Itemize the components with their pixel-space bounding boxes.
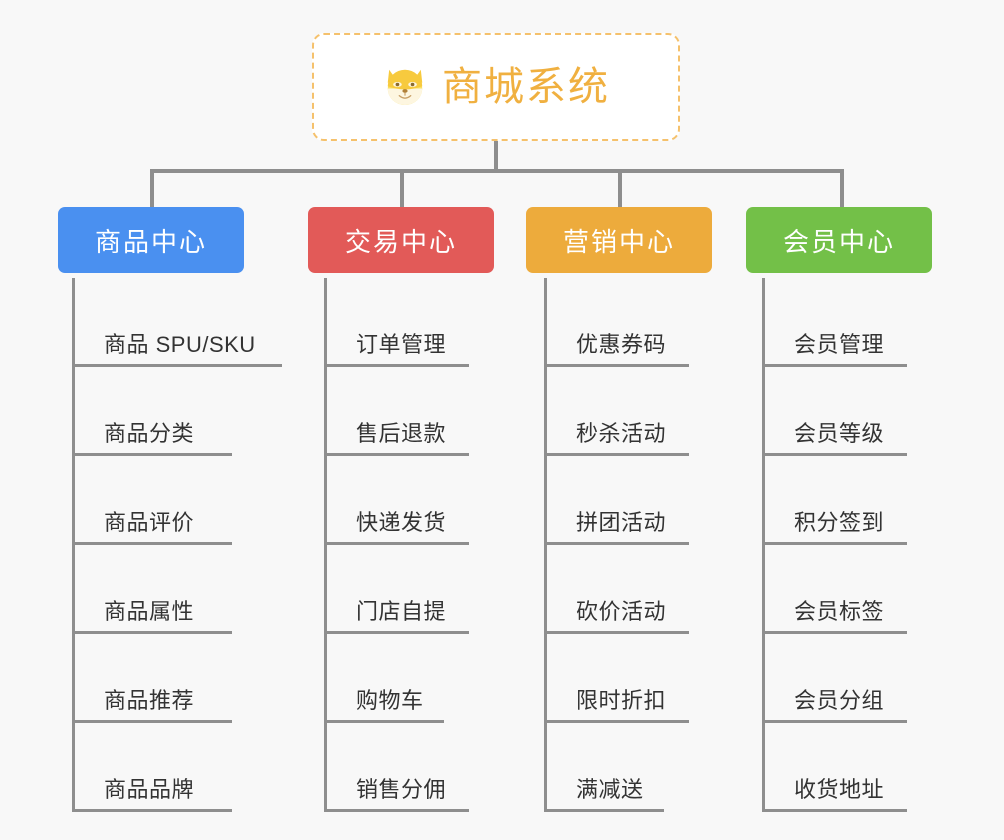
leaf-item-label: 满减送 [576, 777, 644, 803]
leaf-item[interactable]: 积分签到 [762, 456, 907, 545]
leaf-item[interactable]: 限时折扣 [544, 634, 689, 723]
leaf-item[interactable]: 订单管理 [324, 278, 469, 367]
leaf-item-label: 售后退款 [356, 421, 447, 447]
branch-spine-1 [324, 278, 327, 812]
leaf-item[interactable]: 满减送 [544, 723, 664, 812]
category-box-3[interactable]: 会员中心 [746, 207, 932, 273]
leaf-item[interactable]: 拼团活动 [544, 456, 689, 545]
leaf-item[interactable]: 会员等级 [762, 367, 907, 456]
leaf-item[interactable]: 商品属性 [72, 545, 232, 634]
category-label-0: 商品中心 [94, 226, 207, 257]
leaf-item-label: 优惠券码 [576, 332, 667, 358]
leaf-item[interactable]: 会员标签 [762, 545, 907, 634]
branch-spine-2 [544, 278, 547, 812]
leaf-item[interactable]: 会员管理 [762, 278, 907, 367]
category-box-1[interactable]: 交易中心 [308, 207, 494, 273]
leaf-item-label: 积分签到 [794, 510, 885, 536]
branch-spine-3 [762, 278, 765, 812]
connector-root-stem [494, 141, 498, 172]
leaf-item[interactable]: 砍价活动 [544, 545, 689, 634]
leaf-item-label: 限时折扣 [576, 688, 667, 714]
leaf-item-label: 收货地址 [794, 777, 885, 803]
leaf-item-label: 销售分佣 [356, 777, 447, 803]
leaf-item-label: 门店自提 [356, 599, 447, 625]
leaf-item[interactable]: 商品 SPU/SKU [72, 278, 282, 367]
root-title: 商城系统 [442, 65, 610, 109]
leaf-item-label: 商品分类 [104, 421, 195, 447]
category-label-3: 会员中心 [782, 226, 895, 257]
leaf-item[interactable]: 购物车 [324, 634, 444, 723]
leaf-item[interactable]: 收货地址 [762, 723, 907, 812]
category-label-1: 交易中心 [344, 226, 457, 257]
leaf-item[interactable]: 售后退款 [324, 367, 469, 456]
leaf-item-label: 拼团活动 [576, 510, 667, 536]
leaf-item-label: 商品推荐 [104, 688, 195, 714]
connector-drop-4 [840, 169, 844, 209]
connector-drop-2 [400, 169, 404, 209]
shiba-dog-icon [387, 69, 423, 105]
connector-horizontal-bus [150, 169, 844, 173]
connector-drop-1 [150, 169, 154, 209]
leaf-item[interactable]: 会员分组 [762, 634, 907, 723]
leaf-item-label: 会员分组 [794, 688, 885, 714]
category-box-2[interactable]: 营销中心 [526, 207, 712, 273]
leaf-item[interactable]: 商品分类 [72, 367, 232, 456]
category-box-0[interactable]: 商品中心 [58, 207, 244, 273]
leaf-item-label: 订单管理 [356, 332, 447, 358]
leaf-item[interactable]: 秒杀活动 [544, 367, 689, 456]
leaf-item-label: 砍价活动 [576, 599, 667, 625]
leaf-item[interactable]: 快递发货 [324, 456, 469, 545]
leaf-item[interactable]: 商品推荐 [72, 634, 232, 723]
connector-drop-3 [618, 169, 622, 209]
leaf-item[interactable]: 优惠券码 [544, 278, 689, 367]
root-node[interactable]: 商城系统 [312, 33, 680, 141]
leaf-item-label: 商品品牌 [104, 777, 195, 803]
leaf-item-label: 会员标签 [794, 599, 885, 625]
leaf-item-label: 商品 SPU/SKU [104, 332, 256, 358]
leaf-item[interactable]: 门店自提 [324, 545, 469, 634]
branch-spine-0 [72, 278, 75, 812]
category-label-2: 营销中心 [562, 226, 675, 257]
leaf-item-label: 商品属性 [104, 599, 195, 625]
leaf-item-label: 秒杀活动 [576, 421, 667, 447]
leaf-item-label: 快递发货 [356, 510, 447, 536]
leaf-item-label: 商品评价 [104, 510, 195, 536]
leaf-item[interactable]: 商品品牌 [72, 723, 232, 812]
leaf-item[interactable]: 销售分佣 [324, 723, 469, 812]
leaf-item-label: 会员等级 [794, 421, 885, 447]
leaf-item[interactable]: 商品评价 [72, 456, 232, 545]
leaf-item-label: 购物车 [356, 688, 424, 714]
leaf-item-label: 会员管理 [794, 332, 885, 358]
